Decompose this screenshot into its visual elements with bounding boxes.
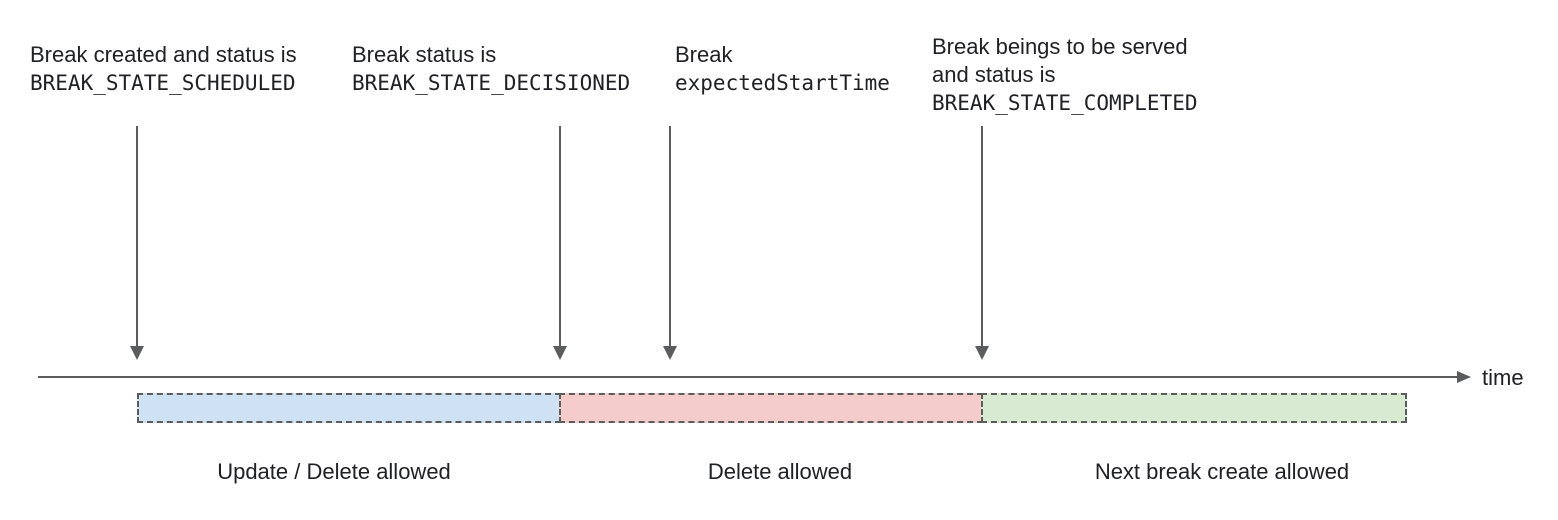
arrow-shaft — [669, 126, 671, 347]
annotation-break-completed: Break beings to be served and status is … — [932, 33, 1198, 117]
annotation-break-decisioned: Break status is BREAK_STATE_DECISIONED — [352, 41, 630, 97]
segment-next-break-create-allowed — [981, 393, 1407, 423]
time-axis-label: time — [1482, 365, 1524, 390]
down-arrow-icon — [975, 126, 989, 360]
down-arrow-icon — [663, 126, 677, 360]
annotation-text: Break created and status is — [30, 42, 297, 67]
arrow-shaft — [559, 126, 561, 347]
down-arrow-icon — [553, 126, 567, 360]
arrow-shaft — [981, 126, 983, 347]
timeline-axis — [38, 376, 1458, 378]
annotation-text: Break — [675, 42, 733, 67]
arrow-head — [130, 346, 144, 360]
segment-label-next-break: Next break create allowed — [1094, 459, 1350, 484]
arrow-shaft — [136, 126, 138, 347]
annotation-field-code: expectedStartTime — [675, 71, 890, 95]
down-arrow-icon — [130, 126, 144, 360]
annotation-state-code: BREAK_STATE_SCHEDULED — [30, 71, 296, 95]
arrow-head — [975, 346, 989, 360]
annotation-text: and status is — [932, 62, 1056, 87]
segment-update-delete-allowed — [137, 393, 561, 423]
annotation-state-code: BREAK_STATE_DECISIONED — [352, 71, 631, 95]
annotation-text: Break status is — [352, 42, 497, 67]
arrow-head — [553, 346, 567, 360]
timeline-arrowhead-icon — [1457, 371, 1471, 383]
annotation-break-created: Break created and status is BREAK_STATE_… — [30, 41, 297, 97]
annotation-state-code: BREAK_STATE_COMPLETED — [932, 91, 1198, 115]
annotation-expected-start-time: Break expectedStartTime — [675, 41, 890, 97]
arrow-head — [663, 346, 677, 360]
segment-label-update-delete: Update / Delete allowed — [217, 459, 451, 484]
segment-delete-allowed — [559, 393, 983, 423]
segment-label-delete: Delete allowed — [707, 459, 853, 484]
annotation-text: Break beings to be served — [932, 34, 1188, 59]
